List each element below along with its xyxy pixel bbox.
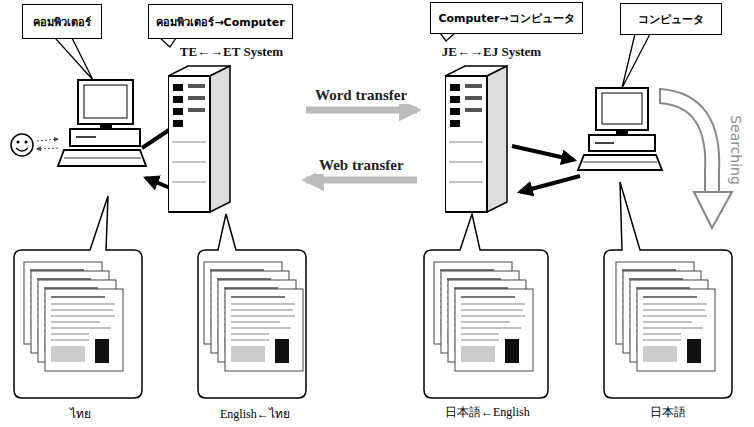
thai-computer <box>58 80 146 166</box>
server-tower <box>445 62 509 214</box>
server-tower <box>168 62 232 214</box>
transfer-arrow <box>306 107 417 114</box>
callout-text: Computer→コンピュータ <box>438 11 574 26</box>
language-label: 日本語 <box>650 404 686 421</box>
callout-tail <box>160 38 176 47</box>
system-name: JE←→EJ System <box>420 44 563 60</box>
callout-text: คอมพิวเตอร์→Computer <box>156 13 284 31</box>
japanese-pages-bubble <box>604 182 732 398</box>
callout-box: Computer→コンピュータ <box>430 2 583 34</box>
callout-tail <box>55 38 93 80</box>
transfer-label: Web transfer <box>316 157 407 174</box>
response-arrow <box>520 176 580 192</box>
language-label: 日本語←English <box>445 404 530 421</box>
callout-tail <box>440 33 455 41</box>
request-arrow <box>512 146 574 160</box>
callout-text: คอมพิวเตอร์ <box>33 13 91 31</box>
english-pages-bubble <box>424 214 548 398</box>
english-pages-bubble <box>198 214 306 398</box>
callout-box: คอมพิวเตอร์→Computer <box>148 4 293 39</box>
japanese-computer <box>578 88 662 170</box>
callout-box: コンピュータ <box>620 3 722 35</box>
transfer-arrow <box>306 177 417 184</box>
language-label: English←ไทย <box>220 404 290 423</box>
server-node: TE←→ET System <box>160 42 303 214</box>
callout-box: คอมพิวเตอร์ <box>22 4 102 39</box>
searching-arrow <box>660 88 732 228</box>
system-name: TE←→ET System <box>160 44 303 60</box>
user-face <box>11 134 58 156</box>
callout-tail <box>622 34 650 88</box>
server-node: JE←→EJ System <box>420 42 563 214</box>
transfer-label: Word transfer <box>312 87 410 104</box>
searching-label: Searching <box>728 115 744 185</box>
thai-pages-bubble <box>14 196 142 398</box>
language-label: ไทย <box>70 404 91 423</box>
callout-text: コンピュータ <box>638 12 704 27</box>
